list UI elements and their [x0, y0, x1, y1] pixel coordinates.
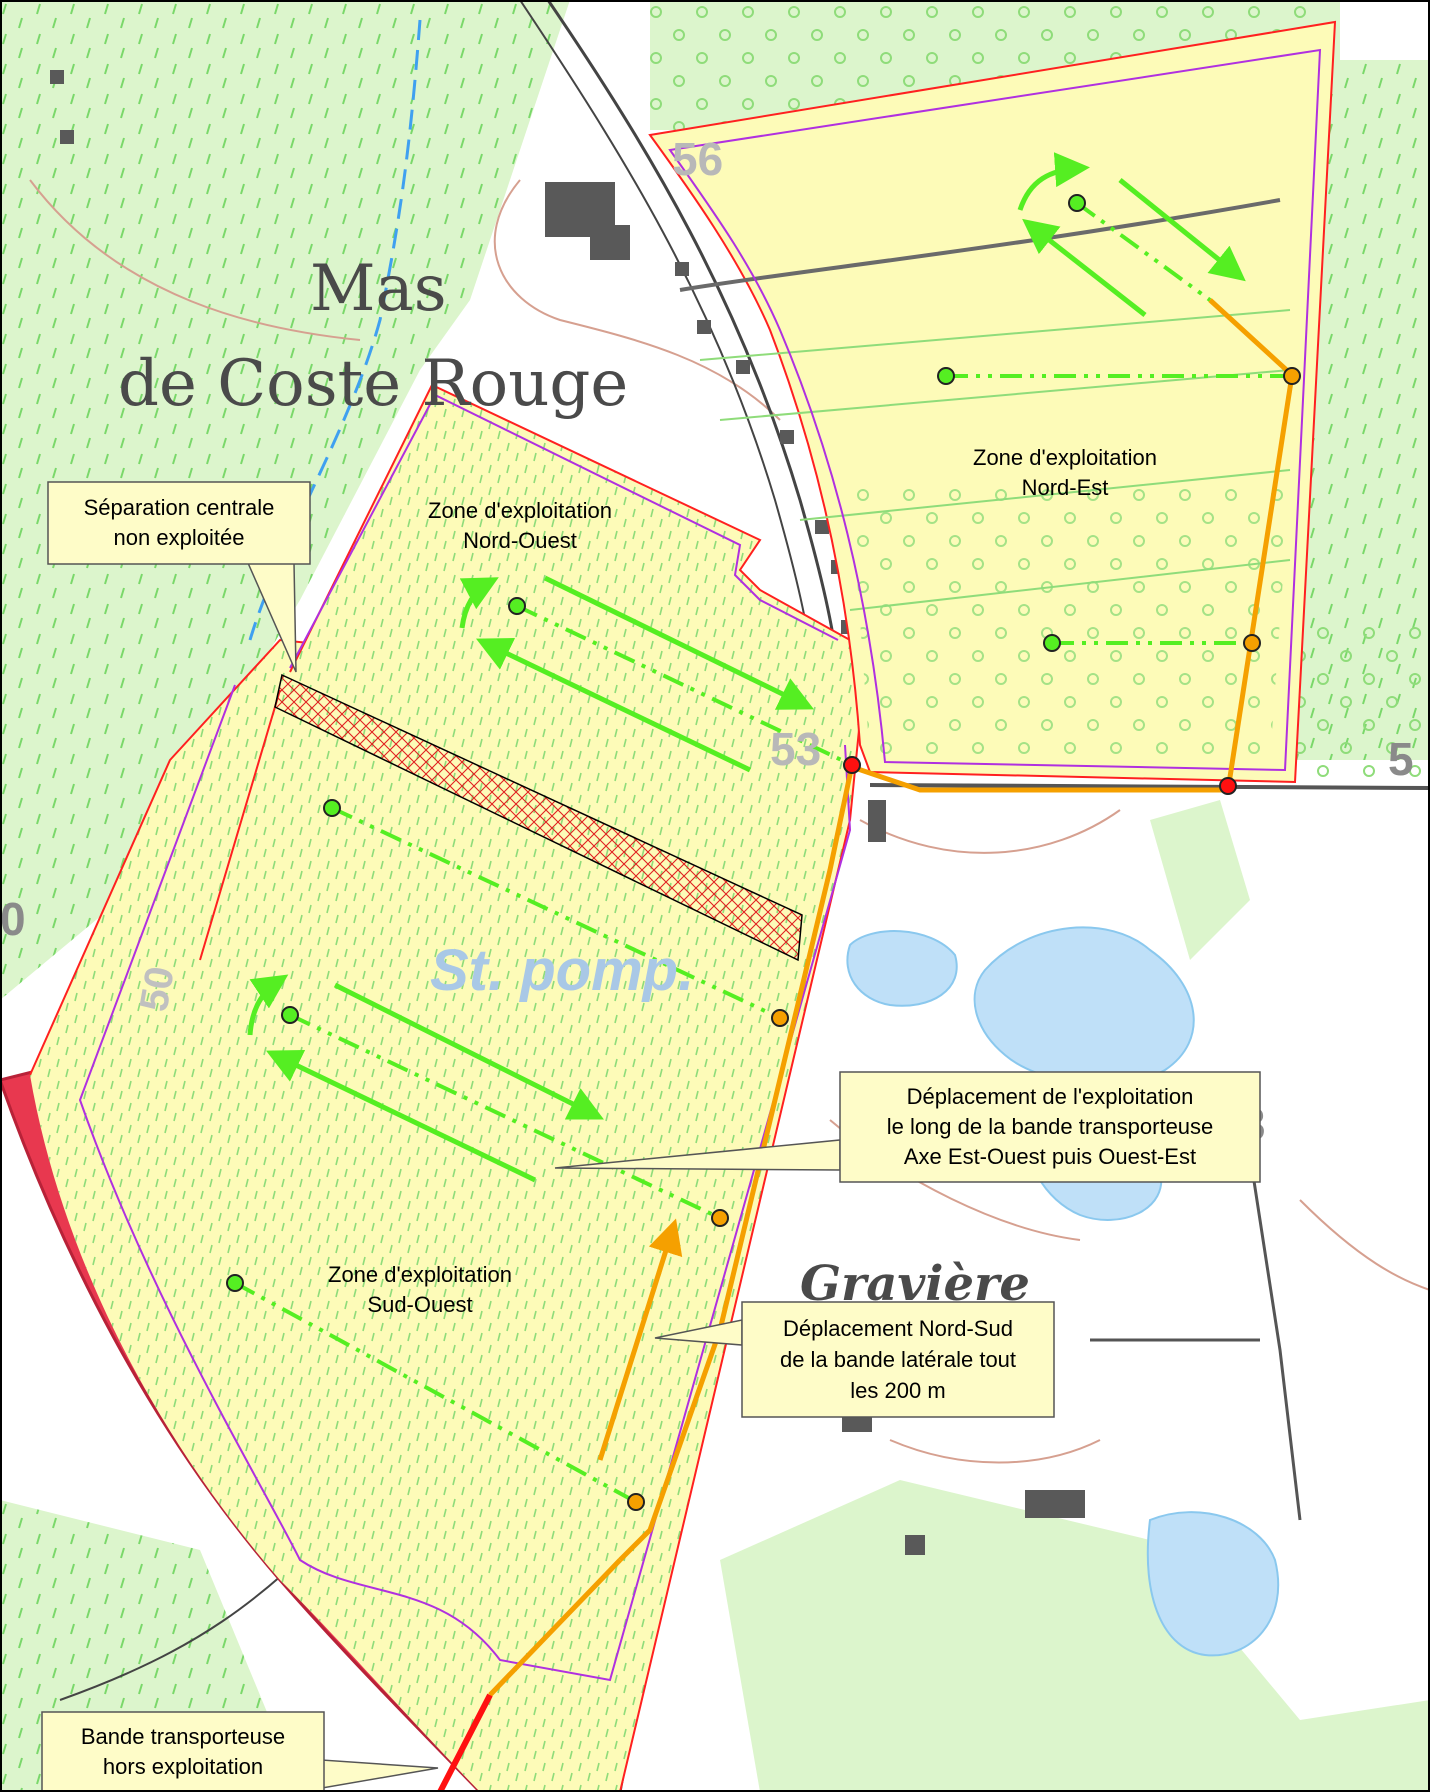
zone-nord-est-area: [648, 20, 1337, 784]
zone-nord-ouest-area: [199, 383, 860, 961]
zone-label-nord-ouest: Zone d'exploitation Nord-Ouest: [428, 498, 612, 553]
svg-text:Séparation centrale: Séparation centrale: [84, 495, 275, 520]
callout-deplacement-exploitation: Déplacement de l'exploitation le long de…: [554, 1071, 1261, 1183]
svg-text:Zone d'exploitation: Zone d'exploitation: [428, 498, 612, 523]
svg-text:les 200 m: les 200 m: [850, 1378, 945, 1403]
callout-deplacement-nord-sud: Déplacement Nord-Sud de la bande latéral…: [654, 1301, 1055, 1418]
svg-text:non exploitée: non exploitée: [114, 525, 245, 550]
svg-text:hors exploitation: hors exploitation: [103, 1754, 263, 1779]
movement-arrows: [247, 152, 1246, 1183]
zone-label-sud-ouest: Zone d'exploitation Sud-Ouest: [328, 1262, 512, 1317]
buildings: [50, 70, 1085, 1555]
lateral-bands: [234, 201, 1292, 1504]
conveyor-out-of-service: [437, 1693, 493, 1792]
nord-sud-arrow: [597, 1218, 683, 1461]
svg-text:Nord-Est: Nord-Est: [1022, 475, 1109, 500]
place-st-pomp: St. pomp.: [430, 938, 694, 1003]
svg-text:Sud-Ouest: Sud-Ouest: [367, 1292, 472, 1317]
conveyor-nodes: [226, 194, 1301, 1511]
elevation-50: 50: [132, 963, 183, 1014]
svg-text:Zone d'exploitation: Zone d'exploitation: [973, 445, 1157, 470]
svg-text:Axe Est-Ouest puis Ouest-Est: Axe Est-Ouest puis Ouest-Est: [904, 1144, 1196, 1169]
zone-sud-ouest-area: [29, 638, 864, 1792]
svg-text:Zone d'exploitation: Zone d'exploitation: [328, 1262, 512, 1287]
place-coste-rouge: de Coste Rouge: [118, 347, 628, 421]
svg-text:de la bande latérale tout: de la bande latérale tout: [780, 1347, 1016, 1372]
svg-text:Déplacement Nord-Sud: Déplacement Nord-Sud: [783, 1316, 1013, 1341]
inner-limits: [78, 48, 1322, 1682]
place-mas: Mas: [310, 252, 447, 326]
elevation-0: 0: [0, 893, 26, 945]
svg-text:Déplacement de l'exploitation: Déplacement de l'exploitation: [907, 1084, 1194, 1109]
elevation-5: 5: [1388, 733, 1414, 785]
svg-text:Bande transporteuse: Bande transporteuse: [81, 1724, 285, 1749]
callout-bande-hors: Bande transporteuse hors exploitation: [41, 1711, 439, 1792]
elevation-56: 56: [672, 133, 723, 185]
svg-text:Nord-Ouest: Nord-Ouest: [463, 528, 577, 553]
svg-text:le long de la bande transporte: le long de la bande transporteuse: [887, 1114, 1214, 1139]
central-separation: [274, 673, 803, 962]
elevation-53: 53: [770, 723, 821, 775]
zone-label-nord-est: Zone d'exploitation Nord-Est: [973, 445, 1157, 500]
callout-separation: Séparation centrale non exploitée: [47, 481, 311, 673]
